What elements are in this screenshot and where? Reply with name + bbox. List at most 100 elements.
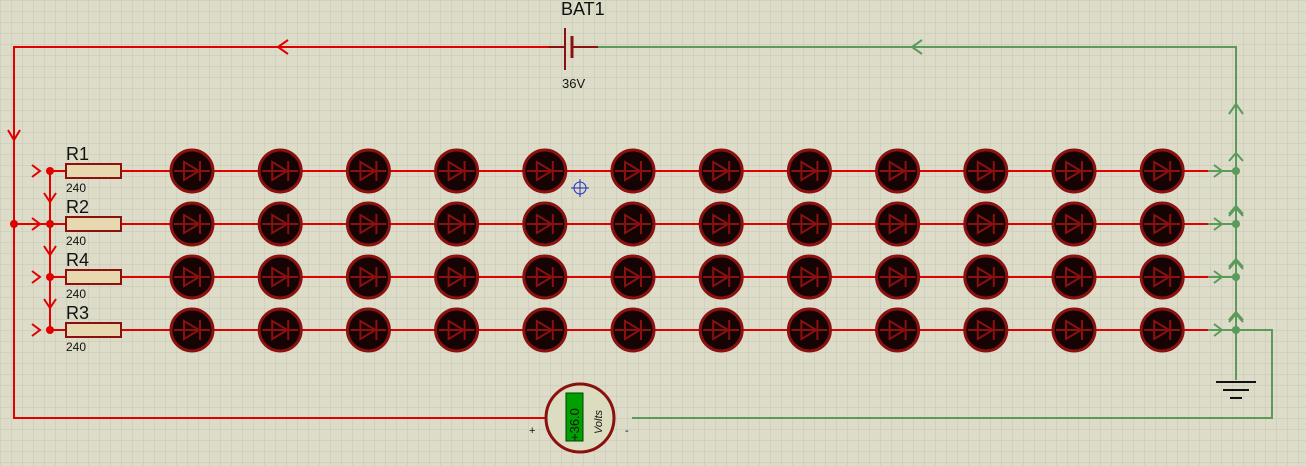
diode-icon	[1065, 160, 1083, 182]
diode-icon	[183, 213, 201, 235]
voltmeter-display	[565, 392, 584, 442]
resistor-r4[interactable]: R4 240	[65, 250, 122, 301]
led[interactable]	[1139, 307, 1185, 353]
led[interactable]	[522, 307, 568, 353]
led[interactable]	[875, 254, 921, 300]
wire-battery-to-left[interactable]	[13, 46, 548, 419]
diode-icon	[800, 266, 819, 288]
arrow-right-icon	[1213, 270, 1224, 284]
cursor-crosshair-icon	[571, 179, 589, 197]
arrow-down-icon	[43, 245, 57, 257]
junction-dot	[46, 273, 54, 281]
resistor-value: 240	[66, 287, 86, 301]
arrow-up-icon	[1228, 206, 1244, 217]
led[interactable]	[434, 254, 480, 300]
arrow-right-icon	[31, 217, 42, 231]
diode-icon	[624, 266, 642, 288]
diode-icon	[183, 319, 201, 341]
led[interactable]	[1139, 148, 1185, 194]
diode-icon	[1153, 160, 1172, 182]
junction-dot	[1232, 326, 1240, 334]
led[interactable]	[610, 148, 656, 194]
led[interactable]	[434, 148, 480, 194]
wire-battery-to-right[interactable]	[598, 46, 1237, 330]
arrow-up-icon	[1228, 310, 1244, 321]
diode-icon	[1153, 213, 1172, 235]
led[interactable]	[522, 148, 568, 194]
led[interactable]	[345, 307, 391, 353]
junction-dot	[1232, 220, 1240, 228]
diode-icon	[624, 213, 642, 235]
led[interactable]	[434, 307, 480, 353]
led[interactable]	[610, 254, 656, 300]
led[interactable]	[257, 254, 303, 300]
diode-icon	[271, 319, 290, 341]
led-row: R4 240	[31, 245, 1244, 301]
battery-name: BAT1	[561, 0, 605, 19]
led[interactable]	[1051, 254, 1097, 300]
ground-symbol[interactable]	[1216, 381, 1256, 399]
led[interactable]	[257, 148, 303, 194]
led[interactable]	[875, 148, 921, 194]
arrow-right-icon	[31, 323, 42, 337]
diode-icon	[535, 319, 554, 341]
led[interactable]	[610, 201, 656, 247]
led[interactable]	[522, 201, 568, 247]
led[interactable]	[169, 201, 215, 247]
led[interactable]	[522, 254, 568, 300]
battery-bat1[interactable]: BAT1 36V	[548, 0, 605, 91]
arrow-up-icon	[1228, 151, 1244, 162]
voltmeter[interactable]: +36.0 Volts + -	[529, 382, 629, 454]
led[interactable]	[169, 307, 215, 353]
led[interactable]	[610, 307, 656, 353]
diode-icon	[624, 319, 642, 341]
led[interactable]	[345, 254, 391, 300]
led[interactable]	[434, 201, 480, 247]
led[interactable]	[698, 148, 744, 194]
led[interactable]	[786, 201, 832, 247]
led[interactable]	[875, 201, 921, 247]
led[interactable]	[169, 148, 215, 194]
resistor-value: 240	[66, 181, 86, 195]
led[interactable]	[257, 307, 303, 353]
battery-voltage: 36V	[562, 76, 585, 91]
led[interactable]	[1051, 307, 1097, 353]
led[interactable]	[345, 201, 391, 247]
led[interactable]	[963, 148, 1009, 194]
diode-icon	[447, 213, 466, 235]
led[interactable]	[698, 254, 744, 300]
led[interactable]	[963, 254, 1009, 300]
diode-icon	[1065, 266, 1083, 288]
led[interactable]	[1139, 254, 1185, 300]
led[interactable]	[963, 307, 1009, 353]
led[interactable]	[786, 307, 832, 353]
diode-icon	[359, 266, 378, 288]
diode-icon	[447, 160, 466, 182]
arrow-right-icon	[1213, 164, 1224, 178]
arrow-top-right	[910, 39, 923, 55]
led[interactable]	[1051, 201, 1097, 247]
led[interactable]	[963, 201, 1009, 247]
wire-meter-to-right[interactable]	[632, 329, 1273, 419]
current-arrows	[7, 39, 1244, 142]
led[interactable]	[786, 148, 832, 194]
led[interactable]	[1051, 148, 1097, 194]
led[interactable]	[786, 254, 832, 300]
voltmeter-plus: +	[529, 425, 535, 437]
led[interactable]	[257, 201, 303, 247]
led[interactable]	[345, 148, 391, 194]
led[interactable]	[875, 307, 921, 353]
led[interactable]	[698, 201, 744, 247]
junction-dot	[1232, 167, 1240, 175]
led[interactable]	[698, 307, 744, 353]
led[interactable]	[1139, 201, 1185, 247]
arrow-left-down	[7, 129, 21, 142]
resistor-name: R4	[66, 250, 89, 270]
led[interactable]	[169, 254, 215, 300]
